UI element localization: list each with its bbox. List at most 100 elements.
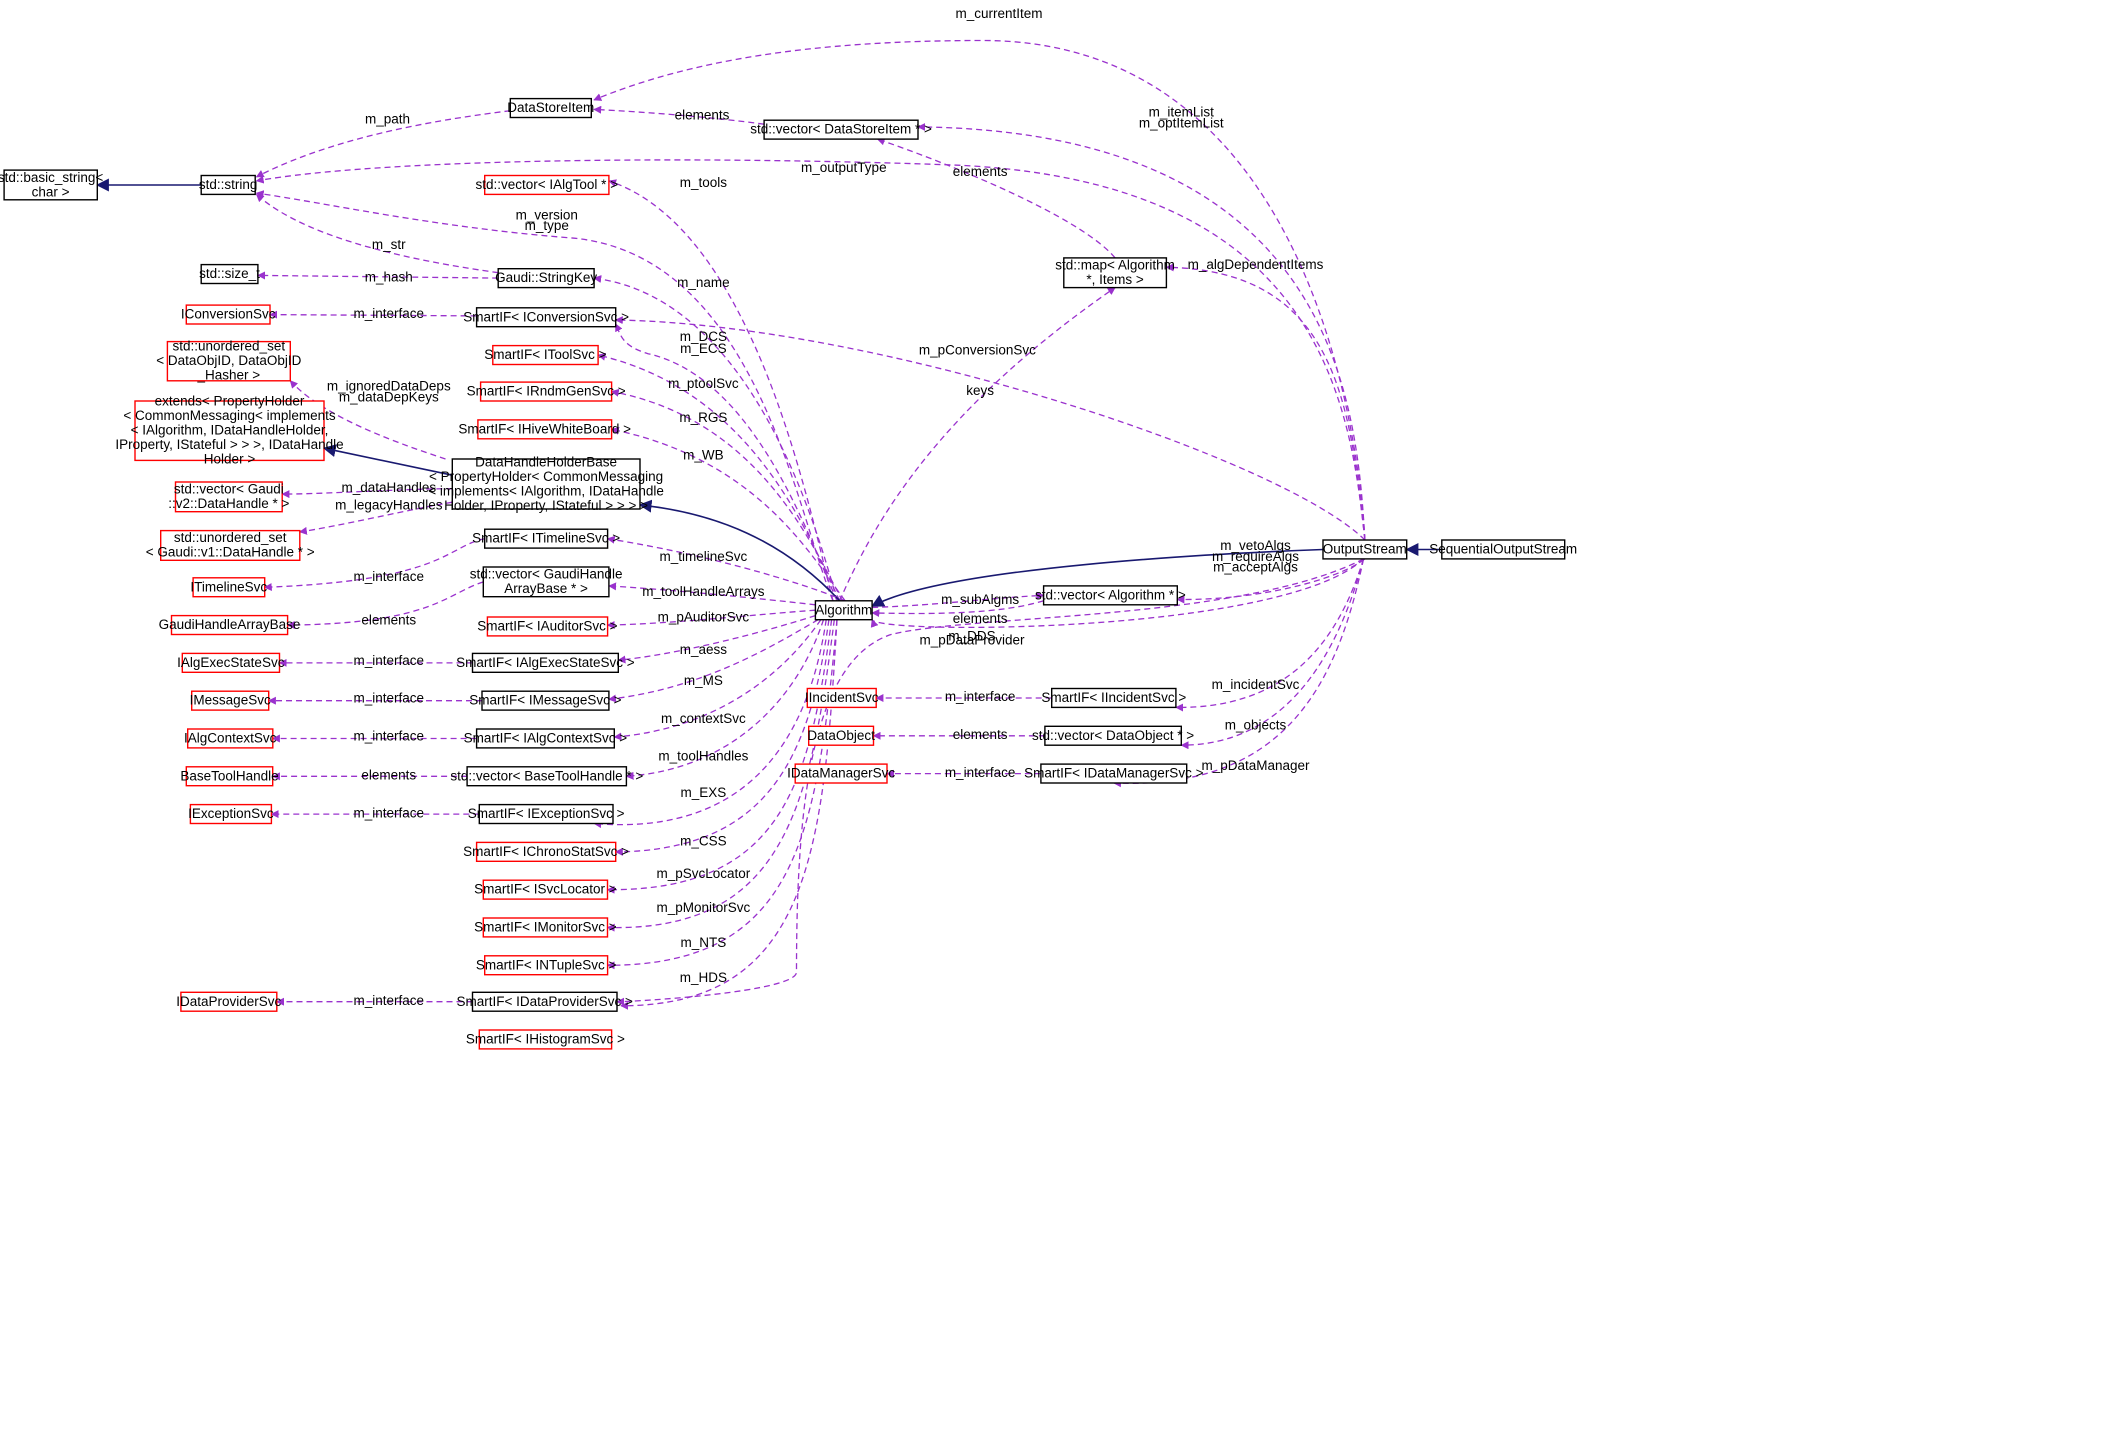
edge-label-m-outputtype: m_outputType bbox=[801, 160, 887, 175]
edge-label-m-nts: m_NTS bbox=[681, 935, 727, 950]
class-node-itimelinesvc[interactable]: ITimelineSvc bbox=[190, 577, 267, 598]
class-node-vector-dataobject[interactable]: std::vector< DataObject * > bbox=[1032, 725, 1194, 746]
class-node-box bbox=[475, 841, 617, 863]
class-node-vector-datastoreitem[interactable]: std::vector< DataStoreItem * > bbox=[750, 119, 932, 140]
class-node-smartif-ihistogramsvc[interactable]: SmartIF< IHistogramSvc > bbox=[466, 1029, 625, 1050]
edge-label-m-dds: m_DDS bbox=[948, 629, 995, 644]
class-node-std-string[interactable]: std::string bbox=[199, 174, 258, 196]
class-node-box bbox=[189, 803, 273, 825]
class-node-label: < Gaudi::v1::DataHandle * > bbox=[146, 545, 315, 560]
class-node-smartif-idataprovidersvc[interactable]: SmartIF< IDataProviderSvc > bbox=[457, 991, 633, 1012]
class-node-vector-basetoolhandle[interactable]: std::vector< BaseToolHandle * > bbox=[450, 766, 643, 787]
class-node-box bbox=[482, 917, 609, 938]
class-node-label: IProperty, IStateful > > >, IDataHandle bbox=[115, 437, 343, 452]
class-node-datahandleholderbase[interactable]: DataHandleHolderBase< PropertyHolder< Co… bbox=[428, 454, 664, 513]
class-node-smartif-iincidentsvc[interactable]: SmartIF< IIncidentSvc > bbox=[1041, 687, 1186, 709]
usage-edge-algorithm-to-smartif-isvclocator bbox=[606, 619, 833, 894]
class-node-dataobject[interactable]: DataObject bbox=[807, 725, 875, 746]
usage-edge-algorithm-to-smartif-imessagesvc bbox=[608, 619, 819, 703]
class-node-label: IMessageSvc bbox=[190, 693, 271, 708]
edge-layer bbox=[95, 39, 1442, 1010]
class-node-box bbox=[481, 690, 610, 711]
class-node-label: std::unordered_set bbox=[174, 530, 287, 545]
edge-label-m-currentitem: m_currentItem bbox=[955, 6, 1042, 21]
class-node-box bbox=[1044, 725, 1183, 746]
class-node-label: SmartIF< IHiveWhiteBoard > bbox=[458, 421, 631, 436]
class-node-smartif-isvclocator[interactable]: SmartIF< ISvcLocator > bbox=[474, 879, 617, 900]
class-node-smartif-ialgexecstatesvc[interactable]: SmartIF< IAlgExecStateSvc > bbox=[456, 652, 635, 674]
class-node-label: std::size_t bbox=[199, 266, 260, 281]
usage-edge-map-algorithm-items-to-vector-datastoreitem bbox=[876, 137, 1116, 259]
class-node-label: SmartIF< IDataManagerSvc > bbox=[1024, 766, 1203, 781]
edge-label-m-incidentsvc: m_incidentSvc bbox=[1212, 677, 1300, 692]
edge-label-m-interface: m_interface bbox=[354, 805, 425, 820]
class-node-unordered-set-dataobjid[interactable]: std::unordered_set< DataObjID, DataObjID… bbox=[156, 339, 301, 383]
class-node-data-store-item[interactable]: DataStoreItem bbox=[507, 97, 594, 119]
class-node-smartif-ichronostatsvc[interactable]: SmartIF< IChronoStatSvc > bbox=[463, 841, 629, 863]
class-node-size-t[interactable]: std::size_t bbox=[199, 263, 260, 285]
class-node-label: DataObject bbox=[807, 728, 875, 743]
class-node-basic-string[interactable]: std::basic_string<char > bbox=[0, 169, 103, 201]
class-node-vector-algorithm[interactable]: std::vector< Algorithm * > bbox=[1035, 585, 1186, 606]
class-node-vector-gaudi-v2-datahandle[interactable]: std::vector< Gaudi::v2::DataHandle * > bbox=[168, 481, 290, 513]
usage-edge-algorithm-to-vector-basetoolhandle bbox=[625, 619, 825, 780]
edge-label-m-contextsvc: m_contextSvc bbox=[661, 711, 746, 726]
class-node-extends-propertyholder[interactable]: extends< PropertyHolder< CommonMessaging… bbox=[115, 394, 343, 467]
class-node-idataprovidersvc[interactable]: IDataProviderSvc bbox=[176, 991, 282, 1012]
inheritance-edge-algorithm-to-datahandleholderbase bbox=[638, 499, 841, 602]
class-node-smartif-idatamanagersvc[interactable]: SmartIF< IDataManagerSvc > bbox=[1024, 763, 1204, 784]
class-node-sequential-output-stream[interactable]: SequentialOutputStream bbox=[1429, 539, 1577, 560]
class-node-basetoolhandle[interactable]: BaseToolHandle bbox=[180, 766, 279, 787]
class-node-ialgcontextsvc[interactable]: IAlgContextSvc bbox=[184, 728, 277, 749]
class-node-map-algorithm-items[interactable]: std::map< Algorithm*, Items > bbox=[1055, 257, 1175, 289]
class-node-box bbox=[471, 991, 618, 1012]
class-node-box bbox=[3, 169, 98, 201]
class-node-box bbox=[192, 577, 266, 598]
class-node-iexceptionsvc[interactable]: IExceptionSvc bbox=[188, 803, 274, 825]
class-node-smartif-iexceptionsvc[interactable]: SmartIF< IExceptionSvc > bbox=[468, 803, 625, 825]
usage-edge-algorithm-to-smartif-iexceptionsvc bbox=[593, 619, 827, 829]
class-node-smartif-ihivewhiteboard[interactable]: SmartIF< IHiveWhiteBoard > bbox=[458, 419, 631, 440]
class-node-smartif-intuplesvc[interactable]: SmartIF< INTupleSvc > bbox=[476, 955, 617, 976]
class-node-box bbox=[478, 803, 614, 825]
class-node-smartif-irndmgensvc[interactable]: SmartIF< IRndmGenSvc > bbox=[467, 381, 626, 402]
class-node-gaudi-stringkey[interactable]: Gaudi::StringKey bbox=[495, 268, 597, 289]
usage-edge-output-stream-to-smartif-idataprovidersvc bbox=[871, 558, 1364, 629]
class-node-vector-gaudihandlearraybase[interactable]: std::vector< GaudiHandleArrayBase * > bbox=[470, 566, 623, 598]
class-node-smartif-imonitorsvc[interactable]: SmartIF< IMonitorSvc > bbox=[474, 917, 617, 938]
class-node-box bbox=[475, 307, 617, 328]
class-node-unordered-set-v1-datahandle[interactable]: std::unordered_set< Gaudi::v1::DataHandl… bbox=[146, 529, 315, 561]
class-node-smartif-iauditorsvc[interactable]: SmartIF< IAuditorSvc > bbox=[477, 616, 618, 637]
class-node-vector-ialgtool[interactable]: std::vector< IAlgTool * > bbox=[476, 174, 619, 196]
class-node-label: std::basic_string< bbox=[0, 170, 103, 185]
class-node-label: SmartIF< IAlgExecStateSvc > bbox=[456, 655, 635, 670]
class-node-imessagesvc[interactable]: IMessageSvc bbox=[190, 690, 271, 711]
class-node-smartif-ialgcontextsvc[interactable]: SmartIF< IAlgContextSvc > bbox=[464, 728, 628, 749]
class-node-box bbox=[475, 728, 616, 749]
class-node-box bbox=[1063, 257, 1168, 289]
class-node-smartif-imessagesvc[interactable]: SmartIF< IMessageSvc > bbox=[469, 690, 622, 711]
class-node-smartif-itimelinesvc[interactable]: SmartIF< ITimelineSvc > bbox=[472, 528, 620, 549]
class-node-smartif-itoolsvc[interactable]: SmartIF< IToolSvc > bbox=[484, 344, 607, 366]
class-node-algorithm[interactable]: Algorithm bbox=[814, 600, 873, 621]
class-node-smartif-iconversionsvc[interactable]: SmartIF< IConversionSvc > bbox=[463, 307, 629, 328]
usage-edge-datahandleholderbase-to-unordered-set-dataobjid bbox=[289, 380, 446, 460]
edge-label-m-pconversionsvc: m_pConversionSvc bbox=[919, 342, 1036, 357]
class-node-output-stream[interactable]: OutputStream bbox=[1322, 539, 1408, 560]
class-node-box bbox=[186, 728, 274, 749]
class-node-ialgexecstatesvc[interactable]: IAlgExecStateSvc bbox=[177, 652, 285, 674]
class-node-label: SmartIF< IAuditorSvc > bbox=[477, 619, 617, 634]
edge-label-m-toolhandles: m_toolHandles bbox=[658, 749, 748, 764]
class-node-label: std::vector< DataStoreItem * > bbox=[750, 122, 932, 137]
class-node-label: ::v2::DataHandle * > bbox=[168, 496, 289, 511]
class-node-iincidentsvc[interactable]: IIncidentSvc bbox=[805, 687, 879, 709]
class-node-label: extends< PropertyHolder bbox=[155, 394, 305, 409]
class-node-label: std::string bbox=[199, 177, 258, 192]
class-node-label: SmartIF< IRndmGenSvc > bbox=[467, 384, 626, 399]
usage-edge-output-stream-to-data-store-item bbox=[593, 39, 1366, 541]
class-node-iconversionsvc[interactable]: IConversionSvc bbox=[181, 304, 276, 325]
class-node-label: Gaudi::StringKey bbox=[495, 270, 597, 285]
class-node-gaudihandlearraybase[interactable]: GaudiHandleArrayBase bbox=[159, 614, 301, 636]
class-node-idatamanagersvc[interactable]: IDataManagerSvc bbox=[787, 763, 895, 784]
